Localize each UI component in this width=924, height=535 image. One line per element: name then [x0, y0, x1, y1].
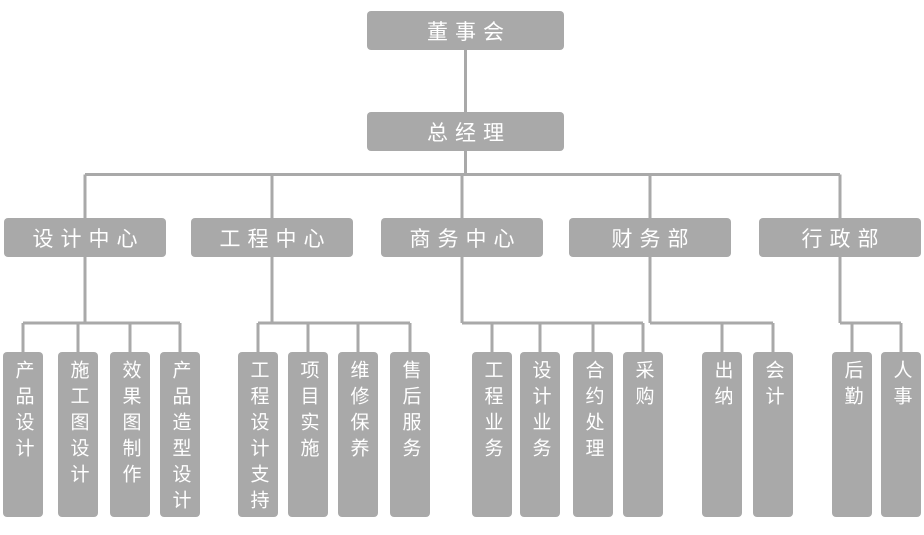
org-box-engineering-center: 工程中心: [191, 218, 353, 257]
org-box-label: 效果图制作: [119, 360, 141, 490]
org-box-project-implementation: 项目实施: [288, 352, 328, 517]
org-box-finance-department: 财务部: [569, 218, 731, 257]
org-box-label: 产品设计: [12, 360, 34, 464]
org-box-procurement: 采购: [623, 352, 663, 517]
org-box-construction-drawing-design: 施工图设计: [58, 352, 98, 517]
org-box-cashier: 出纳: [702, 352, 742, 517]
org-box-contract-processing: 合约处理: [573, 352, 613, 517]
org-box-label: 出纳: [711, 360, 733, 412]
org-box-label: 项目实施: [297, 360, 319, 464]
org-box-maintenance: 维修保养: [338, 352, 378, 517]
org-box-design-business: 设计业务: [520, 352, 560, 517]
org-box-logistics: 后勤: [832, 352, 872, 517]
org-box-label: 工程设计支持: [247, 360, 269, 516]
org-box-label: 施工图设计: [67, 360, 89, 490]
org-box-label: 人事: [890, 360, 912, 412]
org-box-business-center: 商务中心: [381, 218, 543, 257]
org-box-product-styling-design: 产品造型设计: [160, 352, 200, 517]
org-box-label: 后勤: [841, 360, 863, 412]
org-box-label: 售后服务: [399, 360, 421, 464]
org-box-label: 设计业务: [529, 360, 551, 464]
org-box-label: 采购: [632, 360, 654, 412]
org-box-label: 会计: [762, 360, 784, 412]
org-box-rendering-production: 效果图制作: [110, 352, 150, 517]
org-box-label: 产品造型设计: [169, 360, 191, 516]
org-box-personnel: 人事: [881, 352, 921, 517]
org-box-product-design: 产品设计: [3, 352, 43, 517]
org-box-engineering-business: 工程业务: [472, 352, 512, 517]
org-box-label: 工程业务: [481, 360, 503, 464]
org-box-general-manager: 总经理: [367, 112, 564, 151]
org-box-design-center: 设计中心: [4, 218, 166, 257]
org-box-accounting: 会计: [753, 352, 793, 517]
org-box-administration-department: 行政部: [759, 218, 921, 257]
org-box-after-sales-service: 售后服务: [390, 352, 430, 517]
org-box-board-of-directors: 董事会: [367, 11, 564, 50]
org-box-label: 维修保养: [347, 360, 369, 464]
org-box-label: 合约处理: [582, 360, 604, 464]
org-box-engineering-design-support: 工程设计支持: [238, 352, 278, 517]
